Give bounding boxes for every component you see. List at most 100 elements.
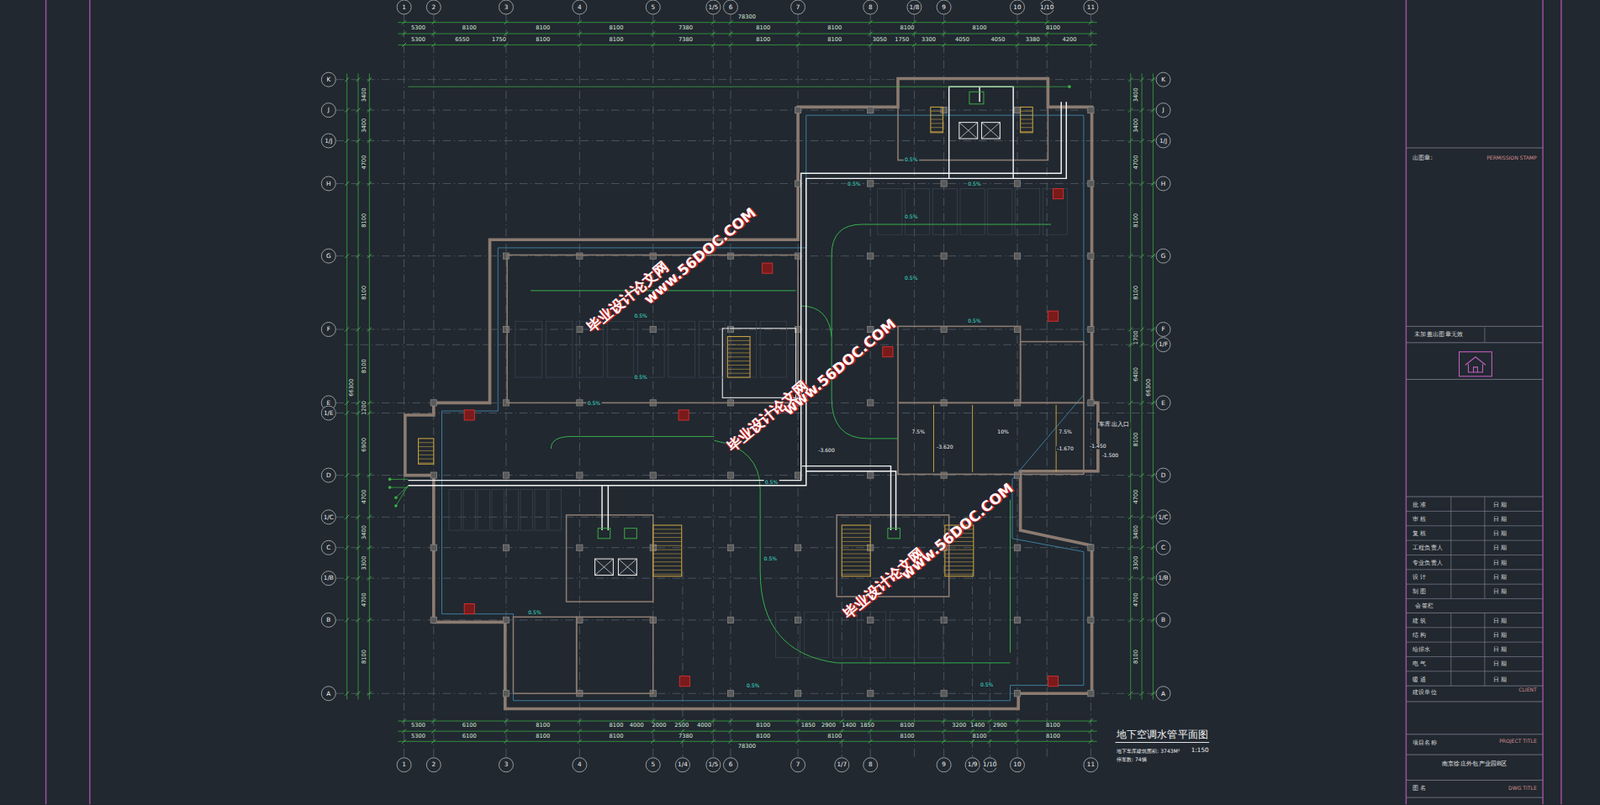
- dimension-text: 5300: [410, 36, 427, 43]
- chilled-water-pipe: [607, 485, 609, 531]
- stair-tread: [418, 442, 434, 444]
- dimension-tick: [796, 739, 801, 745]
- dimension-tick: [431, 42, 436, 48]
- dimension-tick: [401, 42, 407, 48]
- driveway-line: [831, 224, 1051, 255]
- dimension-tick: [577, 729, 582, 734]
- slope-label: 0.5%: [764, 480, 780, 486]
- dimension-tick: [1151, 343, 1156, 348]
- parking-bay: [638, 321, 666, 378]
- dimension-text: 8100: [826, 36, 843, 43]
- title-block-text: DWG TITLE: [1507, 786, 1538, 792]
- dimension-tick: [1140, 77, 1145, 82]
- slope-label: 0.5%: [903, 214, 919, 220]
- slope-label: 0.5%: [762, 556, 778, 562]
- axis-label: A: [325, 690, 332, 698]
- structural-column: [940, 253, 947, 259]
- structural-column: [1087, 180, 1094, 187]
- axis-label: H: [1160, 180, 1167, 188]
- title-block-line: [1405, 554, 1543, 556]
- elevator-cross: [617, 559, 637, 576]
- structural-column: [430, 472, 437, 479]
- axis-bubble: [907, 0, 922, 15]
- pipe-marker: [388, 478, 392, 482]
- title-block-line: [1405, 670, 1543, 672]
- structural-column: [649, 472, 656, 479]
- dimension-tick: [367, 401, 372, 406]
- structural-column: [727, 544, 734, 551]
- dimension-text: 8100: [534, 723, 551, 730]
- elevation-label: 10%: [996, 429, 1010, 435]
- axis-bubble: [791, 758, 806, 773]
- dimension-tick: [367, 576, 372, 581]
- axis-bubble: [1083, 0, 1099, 15]
- sheet-border: [1560, 0, 1562, 805]
- dimension-text: 8100: [898, 25, 915, 32]
- title-block-line: [1405, 525, 1543, 527]
- dimension-text: 1850: [859, 723, 876, 730]
- chilled-water-pipe: [806, 471, 897, 531]
- axis-label: 6: [727, 4, 734, 11]
- structural-column: [576, 326, 583, 333]
- dimension-tick: [1015, 42, 1020, 48]
- axis-bubble: [645, 758, 661, 773]
- grid-axis: [1017, 14, 1019, 759]
- drawing-title: 地下空调水管平面图: [1115, 730, 1210, 742]
- elevation-label: -3.600: [817, 448, 836, 454]
- structural-column: [1087, 326, 1094, 333]
- dimension-text: 8100: [1045, 723, 1062, 730]
- dimension-line: [397, 21, 1097, 23]
- axis-label: 10: [1012, 761, 1023, 769]
- stair-tread: [653, 557, 682, 559]
- axis-label: 8: [867, 4, 874, 11]
- structural-column: [576, 472, 583, 479]
- dimension-tick: [504, 20, 509, 25]
- pump-unit: [624, 528, 638, 539]
- dimension-text: 8100: [1134, 649, 1141, 666]
- stair-tread: [945, 570, 974, 571]
- dimension-tick: [504, 31, 509, 37]
- title-block-text: 审 核: [1410, 516, 1427, 523]
- grid-axis: [335, 183, 1157, 185]
- dimension-tick: [1088, 719, 1094, 724]
- axis-label: G: [325, 253, 333, 260]
- dimension-line: [369, 73, 370, 700]
- stair-tread: [727, 364, 750, 366]
- dimension-tick: [577, 739, 582, 745]
- area-note: 地下车库建筑面积: 3743M²: [1115, 749, 1182, 755]
- ramp-room: [722, 328, 796, 399]
- structural-column: [794, 472, 801, 479]
- axis-label: 5: [649, 4, 656, 11]
- grid-axis: [335, 547, 1157, 549]
- dimension-tick: [728, 20, 734, 25]
- dimension-text: 6550: [454, 36, 470, 43]
- axis-bubble: [1156, 337, 1171, 353]
- stair-tread: [841, 549, 871, 551]
- dimension-text: 3300: [920, 36, 937, 43]
- axis-bubble: [982, 758, 998, 773]
- dimension-text: 5300: [410, 733, 427, 740]
- sheet-border: [89, 0, 90, 805]
- axis-bubble: [936, 758, 951, 773]
- dimension-tick: [344, 77, 349, 82]
- grid-axis: [1046, 14, 1048, 759]
- exhaust-shaft: [679, 676, 690, 687]
- stair-tread: [727, 360, 750, 362]
- room-wall: [506, 254, 798, 403]
- dimension-tick: [431, 729, 436, 734]
- stair-tread: [727, 340, 750, 342]
- dimension-tick: [1128, 77, 1133, 82]
- dimension-text: 6400: [1134, 365, 1141, 382]
- interior-finish-line: [442, 115, 1084, 702]
- stair-tread: [841, 533, 871, 534]
- parking-bay: [889, 612, 914, 659]
- dimension-tick: [1045, 31, 1050, 37]
- exhaust-shaft: [464, 410, 475, 421]
- dimension-tick: [650, 20, 655, 25]
- axis-label: 1/8: [908, 4, 920, 11]
- dimension-text: 8100: [1134, 211, 1141, 228]
- structural-column: [867, 253, 874, 259]
- axis-bubble: [321, 133, 336, 148]
- title-block-line: [1405, 733, 1543, 735]
- stair-tread: [727, 373, 750, 375]
